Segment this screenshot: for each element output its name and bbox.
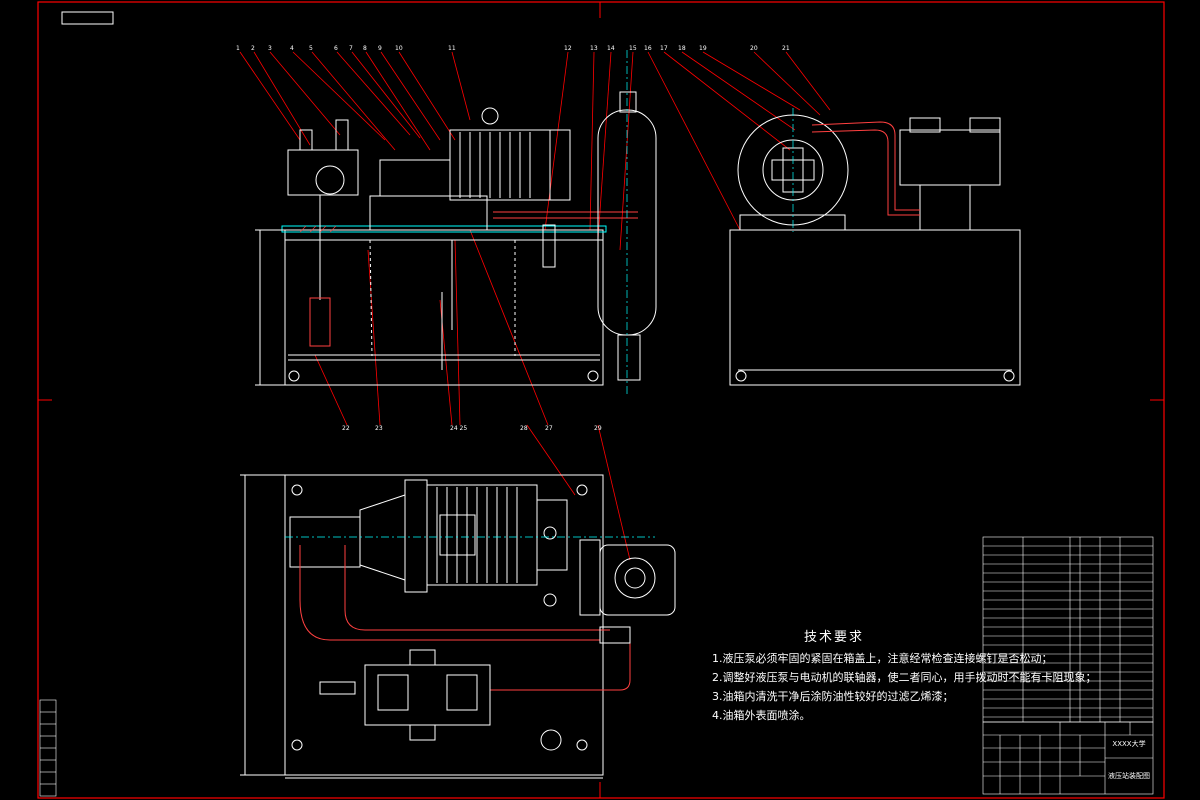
svg-text:9: 9	[378, 45, 382, 52]
technical-requirements: 技术要求 1.液压泵必须牢固的紧固在箱盖上，注意经常检查连接螺钉是否松动； 2.…	[712, 628, 1097, 725]
svg-text:29: 29	[594, 425, 602, 432]
svg-text:7: 7	[349, 45, 353, 52]
svg-text:2: 2	[251, 45, 255, 52]
svg-text:12: 12	[564, 45, 572, 52]
technical-requirements-title: 技术要求	[804, 630, 865, 645]
svg-text:15: 15	[629, 45, 637, 52]
svg-text:27: 27	[545, 425, 553, 432]
svg-text:13: 13	[590, 45, 598, 52]
svg-text:24 25: 24 25	[450, 425, 467, 432]
svg-text:5: 5	[309, 45, 313, 52]
top-view	[240, 474, 676, 779]
svg-text:17: 17	[660, 45, 668, 52]
svg-text:20: 20	[750, 45, 758, 52]
svg-text:19: 19	[699, 45, 707, 52]
svg-text:28: 28	[520, 425, 528, 432]
svg-text:14: 14	[607, 45, 615, 52]
side-view	[729, 108, 1021, 386]
svg-text:8: 8	[363, 45, 367, 52]
requirement-item-4: 4.油箱外表面喷涂。	[712, 709, 811, 722]
drawing-code-box	[61, 11, 114, 25]
svg-text:11: 11	[448, 45, 456, 52]
svg-text:1: 1	[236, 45, 240, 52]
svg-text:22: 22	[342, 425, 350, 432]
front-leader-lines	[239, 51, 831, 561]
svg-text:23: 23	[375, 425, 383, 432]
svg-text:6: 6	[334, 45, 338, 52]
requirement-item-2: 2.调整好液压泵与电动机的联轴器，使二者同心，用手拨动时不能有卡阻现象；	[712, 671, 1097, 684]
title-block-school: XXXX大学	[1112, 739, 1145, 748]
title-block-drawing-name: 液压站装配图	[1108, 771, 1150, 780]
svg-text:21: 21	[782, 45, 790, 52]
svg-text:16: 16	[644, 45, 652, 52]
requirement-item-1: 1.液压泵必须牢固的紧固在箱盖上，注意经常检查连接螺钉是否松动；	[712, 652, 1053, 665]
svg-text:18: 18	[678, 45, 686, 52]
svg-text:3: 3	[268, 45, 272, 52]
parts-list	[982, 536, 1154, 795]
requirement-item-3: 3.油箱内清洗干净后涂防油性较好的过滤乙烯漆；	[712, 690, 954, 703]
svg-text:4: 4	[290, 45, 294, 52]
left-sidebar-stamps	[39, 699, 57, 797]
svg-text:10: 10	[395, 45, 403, 52]
